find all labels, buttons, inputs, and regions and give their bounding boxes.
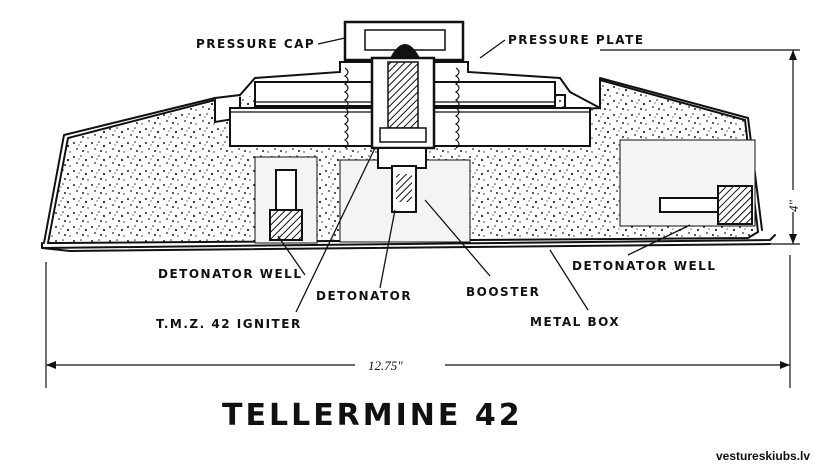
width-dimension xyxy=(45,255,791,388)
booster-column xyxy=(339,147,471,243)
label-booster: BOOSTER xyxy=(466,285,540,299)
dimension-height-label: 4" xyxy=(786,200,801,213)
spring-right xyxy=(454,67,460,149)
watermark: vestureskiubs.lv xyxy=(716,449,810,463)
label-detonator: DETONATOR xyxy=(316,289,412,303)
diagram-title: TELLERMINE 42 xyxy=(222,398,523,433)
label-pressure-plate: PRESSURE PLATE xyxy=(508,33,645,47)
right-detonator-well xyxy=(619,139,756,227)
base-plate xyxy=(41,234,776,252)
label-pressure-cap: PRESSURE CAP xyxy=(196,37,315,51)
label-metal-box: METAL BOX xyxy=(530,315,620,329)
leader-lines xyxy=(277,37,691,313)
igniter-assembly xyxy=(343,56,460,150)
spring-left xyxy=(343,67,349,149)
pressure-cap xyxy=(343,20,465,62)
label-igniter: T.M.Z. 42 IGNITER xyxy=(156,317,302,331)
label-detonator-well-left: DETONATOR WELL xyxy=(158,267,302,281)
outer-casing xyxy=(43,77,763,244)
dimension-width-label: 12.75" xyxy=(368,358,403,373)
label-detonator-well-right: DETONATOR WELL xyxy=(572,259,716,273)
left-detonator-well xyxy=(254,156,318,244)
height-dimension xyxy=(600,49,800,245)
